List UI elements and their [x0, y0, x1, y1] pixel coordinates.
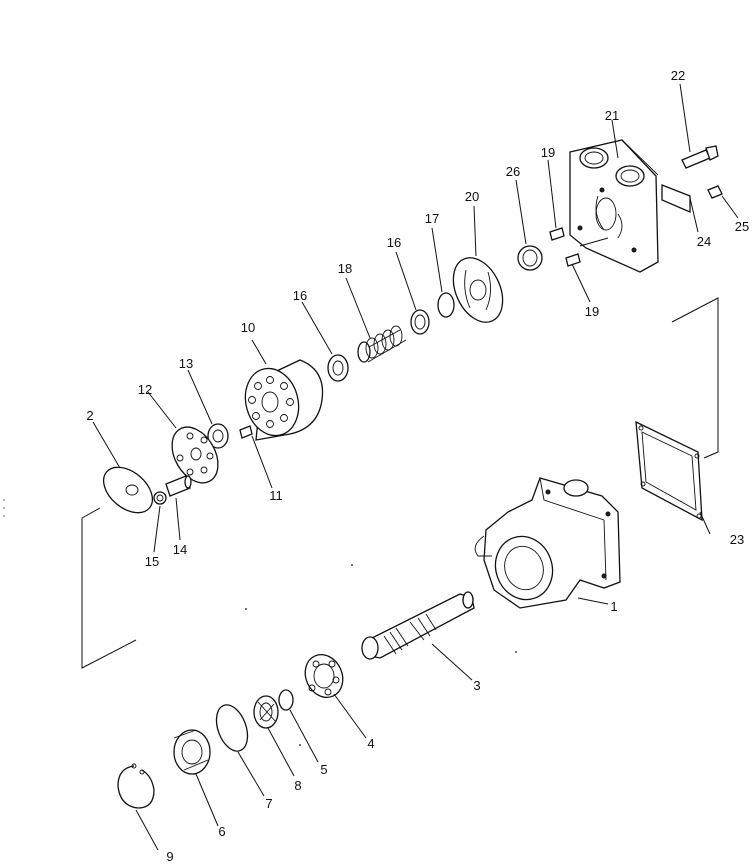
callout-12: 12	[138, 382, 152, 397]
callout-25: 25	[735, 219, 749, 234]
part-4-bearing	[304, 654, 344, 698]
callout-4: 4	[367, 736, 374, 751]
callout-6: 6	[218, 824, 225, 839]
callout-13: 13	[179, 356, 193, 371]
part-21-end-cover	[569, 139, 659, 273]
callout-16-lower: 16	[293, 288, 307, 303]
part-6-oil-seal	[173, 729, 211, 775]
part-1-housing	[474, 477, 621, 609]
callout-18: 18	[338, 261, 352, 276]
part-11-pin	[239, 425, 253, 439]
part-10-cylinder-block	[244, 359, 324, 441]
callout-20: 20	[465, 189, 479, 204]
part-8-spacer	[253, 695, 279, 729]
alignment-bracket-right	[671, 297, 719, 459]
callout-19-upper: 19	[541, 145, 555, 160]
scan-marks	[3, 499, 517, 746]
callout-11: 11	[269, 488, 283, 503]
callout-21: 21	[605, 108, 619, 123]
part-7-o-ring	[215, 704, 249, 752]
callout-labels: 1 2 3 4 5 6 7 8 9 10 11 12 13 14 15 16 1…	[86, 68, 749, 864]
alignment-bracket-left	[81, 507, 137, 669]
callout-15: 15	[145, 554, 159, 569]
callout-8: 8	[294, 778, 301, 793]
part-20-valve-plate	[452, 257, 504, 323]
part-13-retainer	[207, 423, 229, 449]
part-26-bearing	[517, 245, 543, 271]
part-5-snap-ring	[278, 689, 294, 711]
callout-16-upper: 16	[387, 235, 401, 250]
part-12-retainer-plate	[171, 426, 219, 484]
callout-7: 7	[265, 796, 272, 811]
callout-22: 22	[671, 68, 685, 83]
callout-10: 10	[241, 320, 255, 335]
callout-2: 2	[86, 408, 93, 423]
part-23-gasket	[635, 420, 703, 522]
part-25-plug	[707, 185, 723, 199]
part-2-thrust-plate	[102, 466, 154, 514]
callout-14: 14	[173, 542, 187, 557]
callout-19-lower: 19	[585, 304, 599, 319]
part-16-washers	[327, 309, 430, 382]
part-3-shaft	[361, 591, 475, 660]
part-14-piston	[165, 475, 192, 497]
leader-lines	[92, 83, 739, 851]
callout-5: 5	[320, 762, 327, 777]
part-9-snap-ring	[117, 763, 155, 809]
callout-3: 3	[473, 678, 480, 693]
part-22-bolt	[681, 145, 719, 169]
part-18-spring	[357, 325, 407, 363]
part-17-snap-ring	[437, 292, 455, 318]
callout-26: 26	[506, 164, 520, 179]
callout-23: 23	[730, 532, 744, 547]
callout-17: 17	[425, 211, 439, 226]
part-24-plate	[661, 184, 691, 213]
part-19-pins	[549, 227, 581, 267]
part-15-shoe	[153, 491, 167, 505]
callout-24: 24	[697, 234, 711, 249]
callout-1: 1	[610, 599, 617, 614]
callout-9: 9	[166, 849, 173, 864]
